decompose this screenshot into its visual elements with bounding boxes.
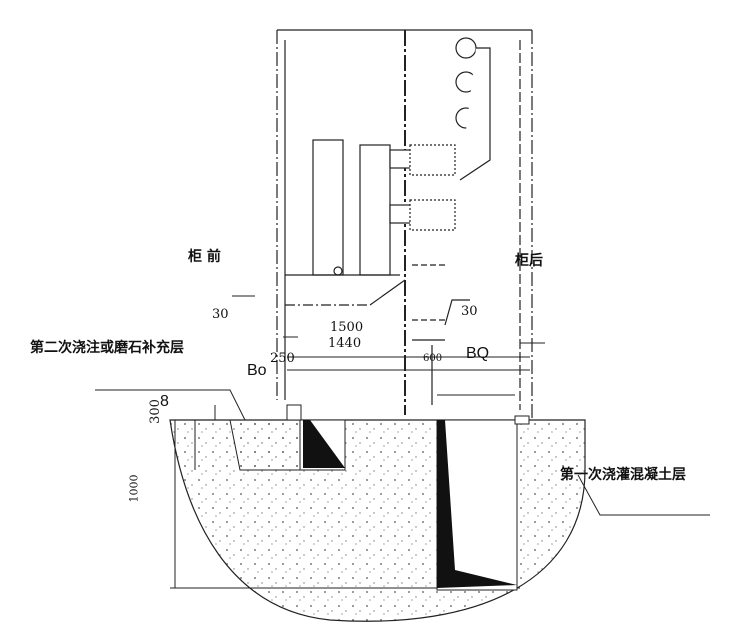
concrete-foundation <box>169 404 586 622</box>
cabinet-rear-label: 柜后 <box>515 253 543 269</box>
cabinet-front-label: 柜 前 <box>188 249 221 265</box>
dim-bo: Bo <box>247 362 267 379</box>
dim-8: 8 <box>160 393 169 410</box>
second-pour-label: 第二次浇注或磨石补充层 <box>30 340 184 356</box>
dim-1440: 1440 <box>328 336 362 351</box>
bushings <box>389 37 491 231</box>
first-pour-label: 第一次浇灌混凝土层 <box>560 467 686 483</box>
dim-600: 600 <box>423 353 443 364</box>
dim-250: 250 <box>270 351 295 366</box>
cabinet-outline <box>276 29 533 420</box>
dim-30-right: 30 <box>461 304 478 319</box>
dim-30-left: 30 <box>212 307 229 322</box>
dim-1000: 1000 <box>127 474 141 503</box>
dim-bq: BQ <box>466 345 490 362</box>
dim-1500: 1500 <box>330 320 364 335</box>
